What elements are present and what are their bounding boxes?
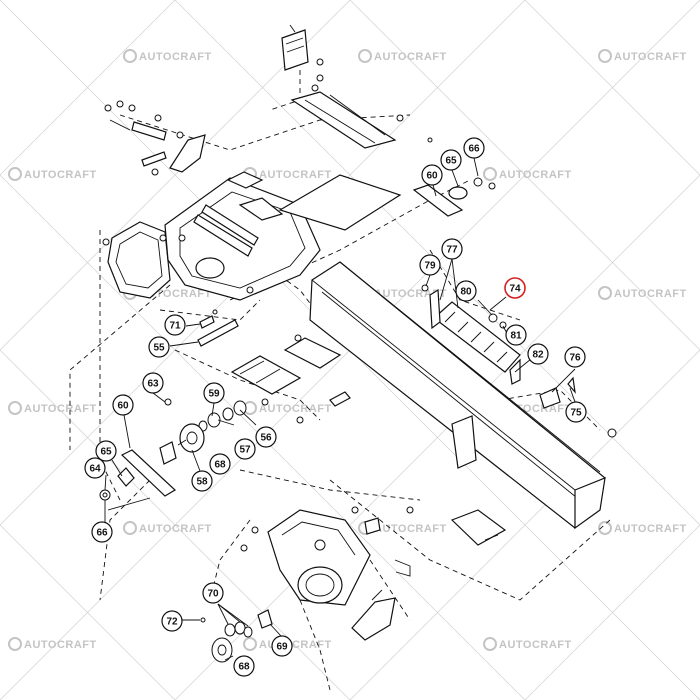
callout-68-middle: 68 [209,453,231,475]
callout-68-label: 68 [238,662,250,673]
callout-81: 81 [505,324,527,346]
watermark-text: AUTOCRAFT [374,51,447,63]
watermark-logos: AUTOCRAFT AUTOCRAFT AUTOCRAFT AUTOCRAFT … [8,49,687,651]
callout-58-label: 58 [196,477,208,488]
callout-55: 55 [148,336,170,358]
callout-59-label: 59 [208,389,220,400]
watermark-text: AUTOCRAFT [259,169,332,181]
left-bracket-assembly [96,449,176,511]
left-side-plate [102,221,171,299]
callout-66-label: 66 [96,528,108,539]
watermark-text: AUTOCRAFT [139,523,212,535]
callout-57: 57 [234,438,256,460]
callout-82-label: 82 [532,350,544,361]
callout-leaders [104,157,576,661]
callout-60-label: 60 [426,171,438,182]
hardware-cluster-upper-left [104,100,206,176]
callout-60-label: 60 [117,401,129,412]
watermark-text: AUTOCRAFT [614,51,687,63]
pin-71 [199,309,218,329]
callout-74-highlighted: 74 [504,277,526,299]
callout-75-label: 75 [570,408,582,419]
boom-assembly [309,261,617,530]
callout-77: 77 [441,238,463,260]
watermark-text: AUTOCRAFT [499,169,572,181]
watermark-text: AUTOCRAFT [614,523,687,535]
callout-56-label: 56 [260,433,272,444]
watermark-text: AUTOCRAFT [259,403,332,415]
callout-65-left: 65 [95,440,117,462]
callout-60-right: 60 [421,164,443,186]
callout-79: 79 [419,254,441,276]
callout-71-label: 71 [169,321,181,332]
callout-60-left: 60 [112,394,134,416]
callout-63-label: 63 [147,379,159,390]
callout-63: 63 [142,372,164,394]
watermark-text: AUTOCRAFT [139,51,212,63]
parts-drawing [69,24,617,691]
lower-right-plate [394,509,507,577]
hardware-75-76 [539,376,576,409]
callout-76: 76 [564,346,586,368]
callout-75: 75 [565,401,587,423]
callout-65-label: 65 [445,156,457,167]
highlight-ring [504,277,526,299]
callout-69: 69 [271,635,293,657]
callout-55-label: 55 [153,343,165,354]
main-housing [164,171,402,301]
callout-68-bottom: 68 [233,655,255,677]
watermark-text: AUTOCRAFT [374,288,447,300]
callout-72-label: 72 [166,617,178,628]
watermark-text: AUTOCRAFT [374,523,447,535]
callout-76-label: 76 [569,353,581,364]
curved-cover [351,589,396,641]
callout-80: 80 [455,280,477,302]
middle-cover-plates [230,334,351,424]
watermark-text: AUTOCRAFT [24,169,97,181]
callouts: 55 56 57 58 59 60 60 63 [84,137,587,677]
callout-56: 56 [255,426,277,448]
callout-72: 72 [161,610,183,632]
small-plate-upper-right [412,177,496,217]
ladder-bracket [421,284,521,385]
callout-59: 59 [203,382,225,404]
callout-71: 71 [164,314,186,336]
watermark-text: AUTOCRAFT [499,639,572,651]
callout-80-label: 80 [460,287,472,298]
callout-58: 58 [191,470,213,492]
top-angle-guide [290,84,433,149]
bottom-hardware [200,609,273,663]
callout-66-left: 66 [91,521,113,543]
callout-82: 82 [527,343,549,365]
callout-65-right: 65 [440,149,462,171]
shaft-55 [197,319,239,347]
callout-79-label: 79 [424,261,436,272]
callout-66-right: 66 [463,137,485,159]
callout-74-label: 74 [509,284,521,295]
callout-64: 64 [84,457,106,479]
watermark-text: AUTOCRAFT [259,639,332,651]
callout-66-label: 66 [468,144,480,155]
bearing-stack [164,398,247,432]
watermark-text: AUTOCRAFT [24,403,97,415]
callout-77-label: 77 [446,245,458,256]
lower-housing [240,506,414,606]
pulley-middle [159,423,205,465]
callout-81-label: 81 [510,331,522,342]
callout-69-label: 69 [276,642,288,653]
callout-64-label: 64 [89,464,101,475]
callout-68-label: 68 [214,460,226,471]
callout-65-label: 65 [100,447,112,458]
callout-70-label: 70 [207,589,219,600]
watermark-text: AUTOCRAFT [614,288,687,300]
callout-57-label: 57 [239,445,251,456]
watermark-text: AUTOCRAFT [24,639,97,651]
top-bracket [281,24,324,82]
callout-70: 70 [202,582,224,604]
